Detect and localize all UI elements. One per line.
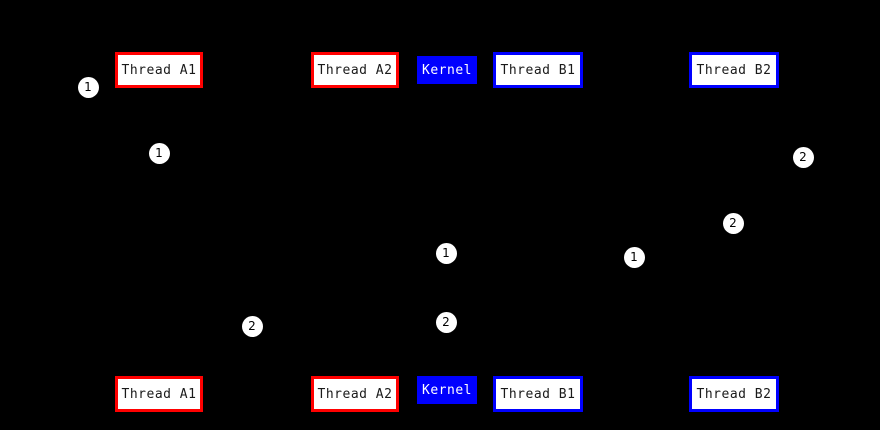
sequence-badge-badge-1-b: 1 <box>148 142 170 164</box>
sequence-badge-badge-2-d: 2 <box>435 311 457 333</box>
participant-label: Kernel <box>422 382 472 398</box>
participant-label: Thread A1 <box>121 386 197 402</box>
lifeline-kernel <box>447 84 448 376</box>
message-arrow-msg-4 <box>538 233 734 234</box>
participant-label: Thread B2 <box>696 62 772 78</box>
message-arrow-msg-2 <box>159 163 355 164</box>
sequence-badge-badge-2-c: 2 <box>241 315 263 337</box>
sequence-badge-badge-2-a: 2 <box>792 146 814 168</box>
participant-label: Thread B2 <box>696 386 772 402</box>
message-arrow-msg-3 <box>734 167 803 168</box>
message-arrow-msg-7 <box>355 332 447 333</box>
badge-number: 2 <box>729 216 737 230</box>
lifeline-thread-b1 <box>538 88 539 376</box>
participant-box-thread-b1[interactable]: Thread B1 <box>493 52 583 88</box>
participant-box-kernel[interactable]: Kernel <box>417 56 477 84</box>
message-arrow-msg-1 <box>88 97 159 98</box>
badge-number: 2 <box>442 315 450 329</box>
participant-label: Thread B1 <box>500 386 576 402</box>
participant-label: Thread A2 <box>317 386 393 402</box>
lifeline-thread-a1 <box>159 88 160 376</box>
participant-box-thread-a1[interactable]: Thread A1 <box>115 52 203 88</box>
badge-number: 1 <box>155 146 163 160</box>
badge-number: 2 <box>248 319 256 333</box>
participant-box-thread-b1[interactable]: Thread B1 <box>493 376 583 412</box>
participant-box-thread-a2[interactable]: Thread A2 <box>311 52 399 88</box>
sequence-badge-badge-1-c: 1 <box>435 242 457 264</box>
badge-number: 2 <box>799 150 807 164</box>
participant-label: Thread B1 <box>500 62 576 78</box>
participant-box-thread-b2[interactable]: Thread B2 <box>689 376 779 412</box>
participant-label: Kernel <box>422 62 472 78</box>
badge-number: 1 <box>84 80 92 94</box>
participant-box-thread-a2[interactable]: Thread A2 <box>311 376 399 412</box>
participant-label: Thread A2 <box>317 62 393 78</box>
participant-box-thread-a1[interactable]: Thread A1 <box>115 376 203 412</box>
sequence-badge-badge-2-b: 2 <box>722 212 744 234</box>
message-arrow-msg-6 <box>159 336 355 337</box>
badge-number: 1 <box>630 250 638 264</box>
participant-box-thread-b2[interactable]: Thread B2 <box>689 52 779 88</box>
participant-box-kernel[interactable]: Kernel <box>417 376 477 404</box>
sequence-badge-badge-1-a: 1 <box>77 76 99 98</box>
badge-number: 1 <box>442 246 450 260</box>
lifeline-thread-a2 <box>355 88 356 376</box>
sequence-badge-badge-1-d: 1 <box>623 246 645 268</box>
message-arrow-msg-5 <box>447 263 538 264</box>
participant-label: Thread A1 <box>121 62 197 78</box>
